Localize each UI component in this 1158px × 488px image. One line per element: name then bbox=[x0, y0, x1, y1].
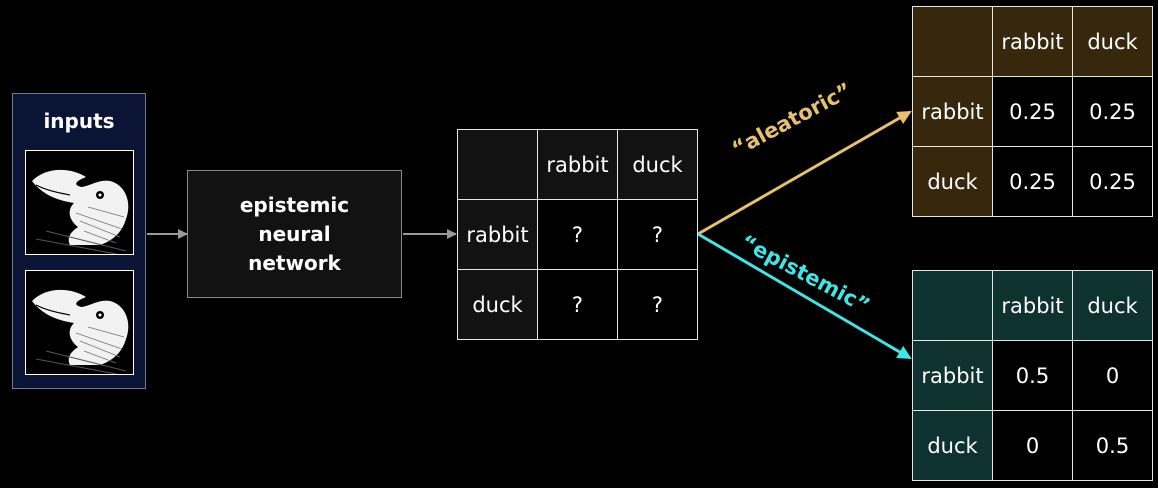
matrix-cell: ? bbox=[617, 269, 698, 340]
aleatoric-matrix: rabbit duck rabbit 0.25 0.25 duck 0.25 0… bbox=[912, 6, 1153, 217]
matrix-cell: 0 bbox=[1072, 340, 1153, 411]
matrix-corner bbox=[912, 270, 993, 341]
matrix-corner bbox=[912, 6, 993, 77]
rabbit-duck-drawing bbox=[32, 169, 129, 254]
matrix-cell: 0.25 bbox=[992, 146, 1073, 217]
matrix-cell: 0.25 bbox=[992, 76, 1073, 147]
col-header: rabbit bbox=[537, 129, 618, 200]
col-header: duck bbox=[1072, 6, 1153, 77]
row-header: duck bbox=[912, 410, 993, 481]
rabbit-duck-illusion-image bbox=[25, 270, 134, 375]
col-header: duck bbox=[1072, 270, 1153, 341]
network-label: epistemic neural network bbox=[239, 192, 350, 275]
arrow-aleatoric bbox=[697, 110, 912, 236]
matrix-cell: 0.5 bbox=[1072, 410, 1153, 481]
matrix-cell: 0.5 bbox=[992, 340, 1073, 411]
inputs-title: inputs bbox=[43, 109, 115, 133]
inputs-panel: inputs bbox=[12, 93, 146, 389]
col-header: rabbit bbox=[992, 270, 1073, 341]
row-header: duck bbox=[457, 269, 538, 340]
matrix-cell: ? bbox=[537, 269, 618, 340]
col-header: duck bbox=[617, 129, 698, 200]
matrix-cell: 0 bbox=[992, 410, 1073, 481]
rabbit-duck-drawing bbox=[32, 289, 129, 374]
matrix-cell: ? bbox=[537, 199, 618, 270]
col-header: rabbit bbox=[992, 6, 1073, 77]
row-header: rabbit bbox=[912, 76, 993, 147]
prediction-matrix: rabbit duck rabbit ? ? duck ? ? bbox=[457, 129, 698, 340]
row-header: rabbit bbox=[912, 340, 993, 411]
matrix-cell: 0.25 bbox=[1072, 146, 1153, 217]
row-header: rabbit bbox=[457, 199, 538, 270]
matrix-cell: 0.25 bbox=[1072, 76, 1153, 147]
epistemic-matrix: rabbit duck rabbit 0.5 0 duck 0 0.5 bbox=[912, 270, 1153, 481]
rabbit-duck-illusion-image bbox=[25, 150, 134, 255]
arrow-epistemic bbox=[697, 232, 912, 360]
row-header: duck bbox=[912, 146, 993, 217]
matrix-corner bbox=[457, 129, 538, 200]
matrix-cell: ? bbox=[617, 199, 698, 270]
epistemic-neural-network-box: epistemic neural network bbox=[187, 170, 402, 298]
